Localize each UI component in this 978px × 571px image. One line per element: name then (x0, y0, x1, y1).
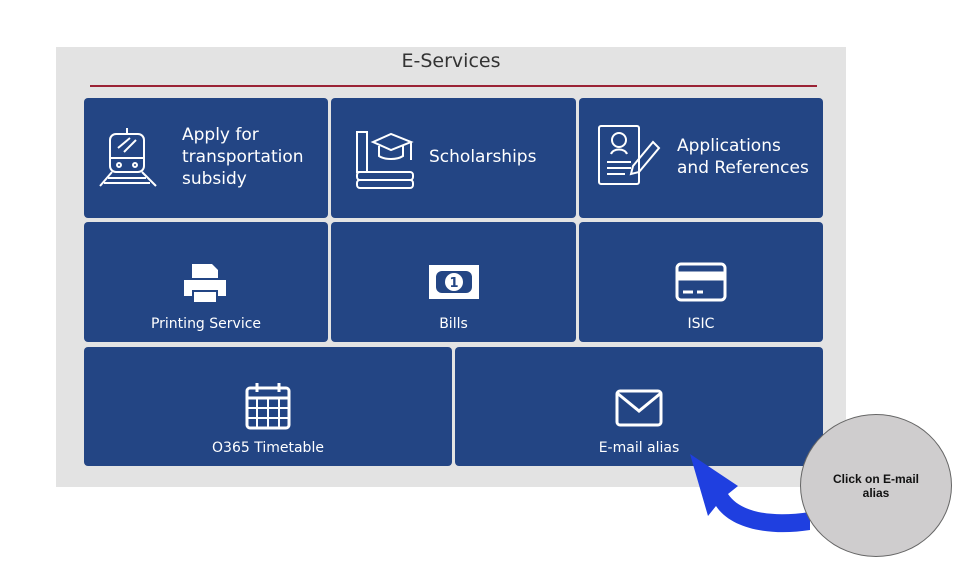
tile-o365-timetable[interactable]: O365 Timetable (84, 347, 452, 466)
tile-label: E-mail alias (598, 440, 680, 456)
card-icon (675, 262, 727, 302)
tile-scholarships[interactable]: Scholarships (331, 98, 576, 218)
tile-label: Bills (439, 316, 468, 332)
tile-applications-references[interactable]: Applications and References (579, 98, 823, 218)
tile-bills[interactable]: 1 Bills (331, 222, 576, 342)
calendar-icon (245, 383, 291, 430)
tile-label: Scholarships (429, 147, 537, 167)
tile-label: Printing Service (150, 316, 262, 332)
graduation-books-icon (356, 131, 414, 189)
tile-isic[interactable]: ISIC (579, 222, 823, 342)
train-icon (99, 128, 157, 187)
tile-printing-service[interactable]: Printing Service (84, 222, 328, 342)
printer-icon (184, 264, 226, 302)
banknote-icon: 1 (429, 265, 479, 299)
envelope-icon (615, 389, 663, 427)
tile-label: Apply for transportation subsidy (182, 125, 304, 189)
callout-bubble: Click on E-mail alias (800, 414, 952, 557)
document-pen-icon (598, 125, 661, 185)
tile-label: O365 Timetable (212, 440, 324, 456)
tile-email-alias[interactable]: E-mail alias (455, 347, 823, 466)
svg-text:1: 1 (449, 276, 458, 291)
page-title: E-Services (401, 50, 501, 72)
curved-arrow-icon (690, 454, 810, 533)
title-divider (90, 85, 817, 87)
callout-text: Click on E-mail alias (832, 471, 920, 500)
tile-label: ISIC (687, 316, 715, 332)
tile-transportation-subsidy[interactable]: Apply for transportation subsidy (84, 98, 328, 218)
tile-label: Applications and References (677, 136, 809, 178)
